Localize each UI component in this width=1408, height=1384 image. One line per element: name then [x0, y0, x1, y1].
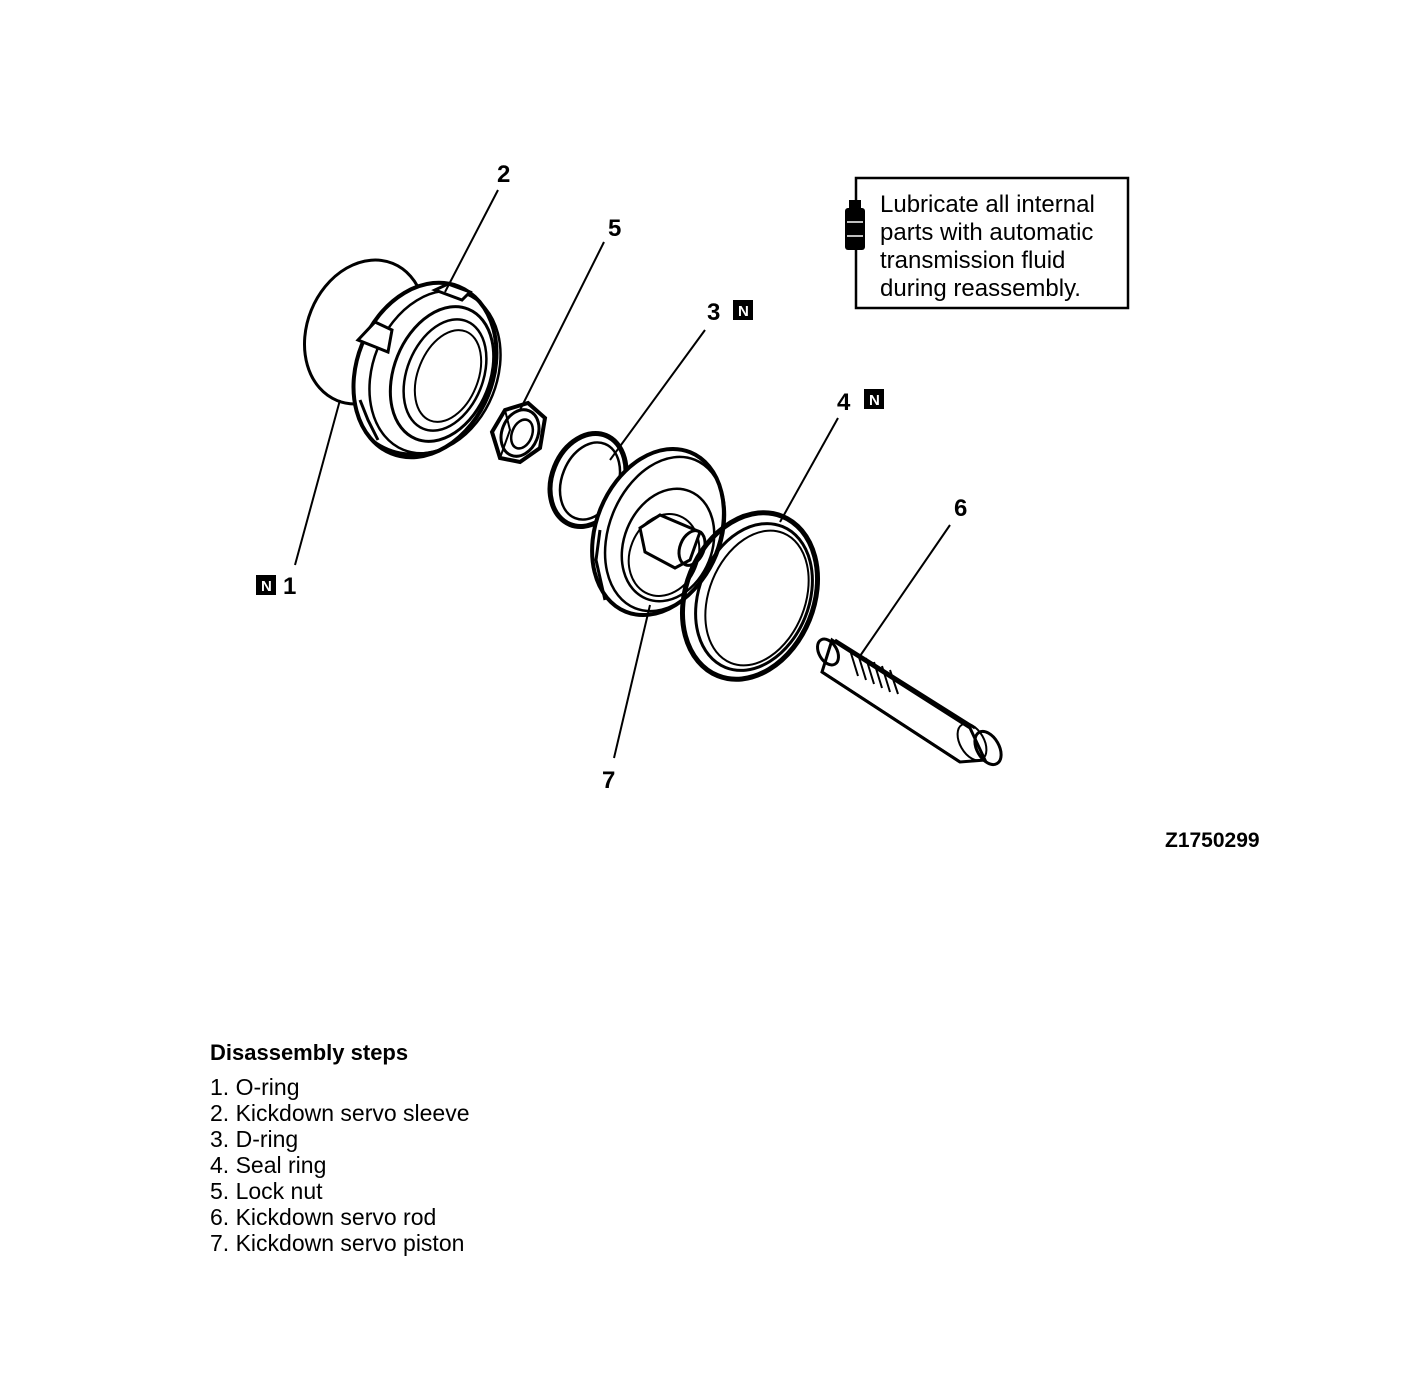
svg-text:N: N — [738, 303, 749, 320]
callout-7: 7 — [602, 767, 615, 794]
svg-text:N: N — [261, 578, 272, 595]
list-item: 4. Seal ring — [210, 1152, 327, 1178]
exploded-parts-diagram: 2 5 3 4 6 1 7 N N N Lubricate all intern… — [256, 161, 1260, 852]
n-badge-4: N — [864, 389, 884, 409]
list-item: 6. Kickdown servo rod — [210, 1204, 437, 1230]
callout-1: 1 — [283, 573, 296, 600]
callout-6: 6 — [954, 495, 967, 522]
leader-lines — [294, 189, 951, 759]
svg-text:N: N — [869, 392, 880, 409]
list-item: 2. Kickdown servo sleeve — [210, 1100, 470, 1126]
servo-sleeve-part — [351, 280, 502, 460]
list-item: 1. O-ring — [210, 1074, 300, 1100]
list-item: 5. Lock nut — [210, 1178, 323, 1204]
callout-3: 3 — [707, 299, 720, 326]
note-line-2: parts with automatic — [880, 219, 1093, 246]
figure-id: Z1750299 — [1165, 829, 1260, 852]
disassembly-steps: Disassembly steps 1. O-ring 2. Kickdown … — [210, 1040, 470, 1256]
lubrication-note: Lubricate all internal parts with automa… — [845, 176, 1130, 310]
note-line-3: transmission fluid — [880, 247, 1065, 274]
oil-can-icon — [845, 200, 865, 250]
disassembly-heading: Disassembly steps — [210, 1040, 409, 1065]
note-line-4: during reassembly. — [880, 275, 1081, 302]
list-item: 7. Kickdown servo piston — [210, 1230, 465, 1256]
lock-nut-part — [489, 400, 548, 465]
list-item: 3. D-ring — [210, 1126, 299, 1152]
steps-list: 1. O-ring 2. Kickdown servo sleeve 3. D-… — [210, 1074, 470, 1256]
note-line-1: Lubricate all internal — [880, 191, 1095, 218]
callout-4: 4 — [837, 389, 851, 416]
servo-rod-part — [816, 637, 1003, 767]
n-badge-3: N — [733, 300, 753, 320]
n-badge-1: N — [256, 575, 276, 595]
callout-2: 2 — [497, 161, 510, 188]
callout-5: 5 — [608, 215, 621, 242]
